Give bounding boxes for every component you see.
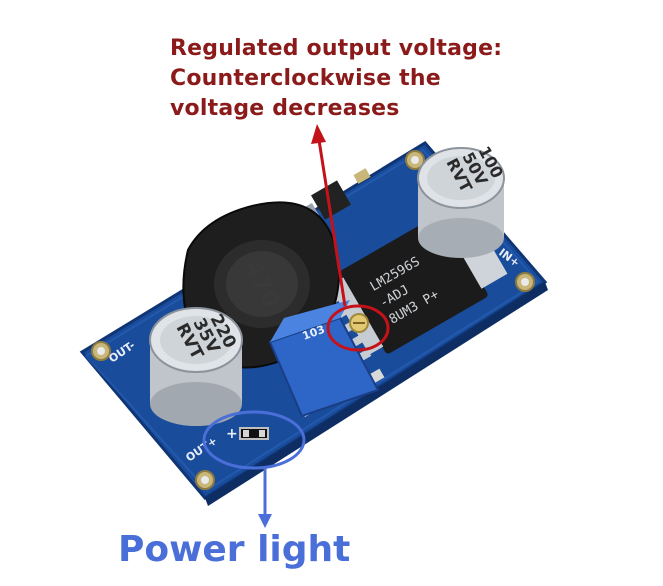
power-light-arrow-head	[258, 514, 272, 528]
adjust-arrow-line	[317, 139, 347, 307]
adjust-caption-line-3: voltage decreases	[170, 96, 400, 121]
adjust-arrow-head	[311, 124, 326, 144]
capacitor-input: 100 50V RVT	[417, 143, 507, 258]
mounting-pads	[91, 150, 535, 490]
adjust-caption-line-2: Counterclockwise the	[170, 66, 441, 91]
potentiometer: 103	[268, 300, 380, 418]
power-light-highlight-ellipse	[202, 410, 306, 470]
power-light-caption: Power light	[118, 529, 351, 570]
capacitor-output: 220 35V RVT	[149, 307, 243, 426]
adjust-annotation-graphic	[311, 124, 390, 352]
adjust-highlight-circle	[326, 304, 390, 352]
adjust-voltage-caption: Regulated output voltage: Counterclockwi…	[170, 34, 502, 124]
power-led	[239, 427, 269, 440]
plus-sign-marking: +	[226, 426, 238, 442]
adjust-caption-line-1: Regulated output voltage:	[170, 36, 503, 61]
power-light-annotation-graphic	[202, 410, 306, 528]
